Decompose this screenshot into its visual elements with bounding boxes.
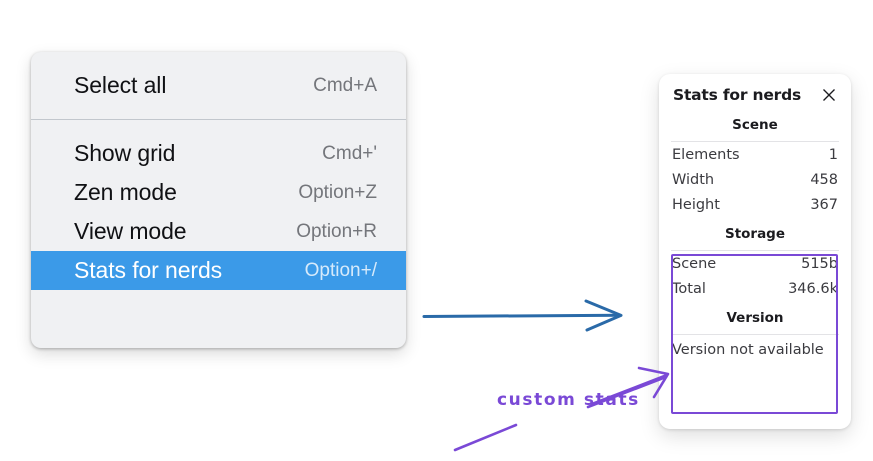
stat-key: Total — [672, 280, 706, 297]
custom-stats-label: custom stats — [497, 390, 640, 410]
table-row: Total 346.6k — [659, 276, 851, 301]
section-version: Version Version not available — [659, 301, 851, 364]
stat-key: Elements — [672, 146, 740, 163]
menu-item-shortcut: Cmd+' — [322, 142, 377, 164]
menu-group-2: Show grid Cmd+' Zen mode Option+Z View m… — [31, 120, 406, 290]
context-menu[interactable]: Select all Cmd+A Show grid Cmd+' Zen mod… — [31, 52, 406, 348]
section-scene: Scene Elements 1 Width 458 Height 367 — [659, 108, 851, 217]
menu-item-shortcut: Option+Z — [298, 181, 377, 203]
section-rule — [671, 141, 839, 142]
menu-item-label: View mode — [74, 218, 187, 244]
section-heading: Version — [726, 310, 784, 326]
table-row: Height 367 — [659, 192, 851, 217]
stat-key: Height — [672, 196, 720, 213]
section-rule — [671, 334, 839, 335]
stat-key: Scene — [672, 255, 717, 272]
section-storage: Storage Scene 515b Total 346.6k — [659, 217, 851, 301]
close-icon[interactable] — [821, 87, 837, 103]
table-row: Scene 515b — [659, 251, 851, 276]
stat-value: 458 — [810, 171, 838, 188]
table-row: Elements 1 — [659, 142, 851, 167]
menu-item-show-grid[interactable]: Show grid Cmd+' — [31, 134, 406, 173]
menu-item-shortcut: Option+R — [296, 220, 377, 242]
panel-header: Stats for nerds — [659, 74, 851, 108]
menu-item-label: Stats for nerds — [74, 257, 223, 283]
stat-value: 1 — [828, 146, 838, 163]
stat-value: 515b — [801, 255, 838, 272]
stats-for-nerds-panel[interactable]: Stats for nerds Scene Elements 1 Width 4… — [659, 74, 851, 429]
menu-item-shortcut: Cmd+A — [313, 74, 377, 96]
menu-item-label: Zen mode — [74, 179, 177, 205]
menu-group-1: Select all Cmd+A — [31, 52, 406, 119]
blue-arrow-annotation — [422, 299, 623, 332]
menu-item-label: Select all — [74, 72, 167, 98]
menu-divider — [31, 119, 406, 120]
panel-title: Stats for nerds — [673, 86, 802, 104]
stat-key: Width — [672, 171, 715, 188]
section-heading: Storage — [724, 226, 786, 242]
table-row: Width 458 — [659, 167, 851, 192]
menu-item-shortcut: Option+/ — [304, 259, 377, 281]
menu-item-zen-mode[interactable]: Zen mode Option+Z — [31, 173, 406, 212]
version-note: Version not available — [672, 342, 824, 358]
panel-body: Scene Elements 1 Width 458 Height 367 St… — [659, 108, 851, 364]
section-heading: Scene — [732, 117, 778, 133]
menu-item-label: Show grid — [74, 140, 176, 166]
section-rule — [671, 250, 839, 251]
stat-value: 346.6k — [788, 280, 838, 297]
stat-value: 367 — [810, 196, 838, 213]
menu-item-select-all[interactable]: Select all Cmd+A — [31, 66, 406, 105]
menu-item-stats-for-nerds[interactable]: Stats for nerds Option+/ — [31, 251, 406, 290]
menu-item-view-mode[interactable]: View mode Option+R — [31, 212, 406, 251]
